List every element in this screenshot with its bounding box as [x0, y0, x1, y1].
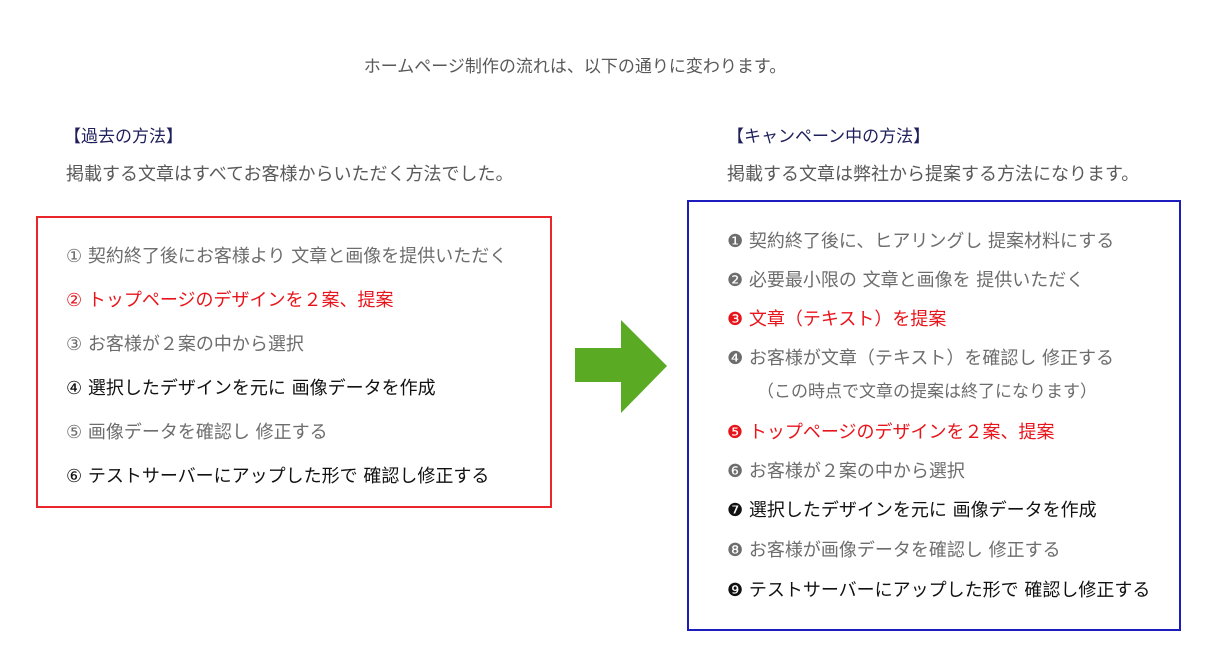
old-step-1: ① 契約終了後にお客様より 文章と画像を提供いただく [66, 246, 508, 267]
old-step-6: ⑥ テストサーバーにアップした形で 確認し修正する [66, 466, 490, 487]
right-arrow-icon [575, 320, 667, 413]
old-step-4: ④ 選択したデザインを元に 画像データを作成 [66, 378, 436, 399]
new-method-heading: 【キャンペーン中の方法】 [727, 127, 931, 147]
new-step-4-note: （この時点で文章の提案は終了になります） [757, 382, 1097, 402]
new-step-4: ❹ お客様が文章（テキスト）を確認し 修正する [727, 348, 1115, 369]
old-step-2: ② トップページのデザインを２案、提案 [66, 290, 394, 311]
old-step-3: ③ お客様が２案の中から選択 [66, 334, 304, 355]
new-step-1: ❶ 契約終了後に、ヒアリングし 提案材料にする [727, 231, 1115, 252]
new-step-8: ❽ お客様が画像データを確認し 修正する [727, 540, 1061, 561]
old-step-5: ⑤ 画像データを確認し 修正する [66, 422, 328, 443]
new-method-box [687, 200, 1181, 631]
intro-text: ホームページ制作の流れは、以下の通りに変わります。 [363, 57, 787, 77]
new-method-subtitle: 掲載する文章は弊社から提案する方法になります。 [727, 164, 1140, 185]
new-step-3: ❸ 文章（テキスト）を提案 [727, 309, 947, 330]
new-step-6: ❻ お客様が２案の中から選択 [727, 461, 965, 482]
new-step-7: ❼ 選択したデザインを元に 画像データを作成 [727, 500, 1097, 521]
old-method-box [36, 216, 552, 508]
new-step-9: ❾ テストサーバーにアップした形で 確認し修正する [727, 580, 1151, 601]
new-step-5: ❺ トップページのデザインを２案、提案 [727, 422, 1055, 443]
old-method-subtitle: 掲載する文章はすべてお客様からいただく方法でした。 [66, 164, 514, 185]
new-step-2: ❷ 必要最小限の 文章と画像を 提供いただく [727, 270, 1085, 291]
old-method-heading: 【過去の方法】 [64, 127, 183, 147]
